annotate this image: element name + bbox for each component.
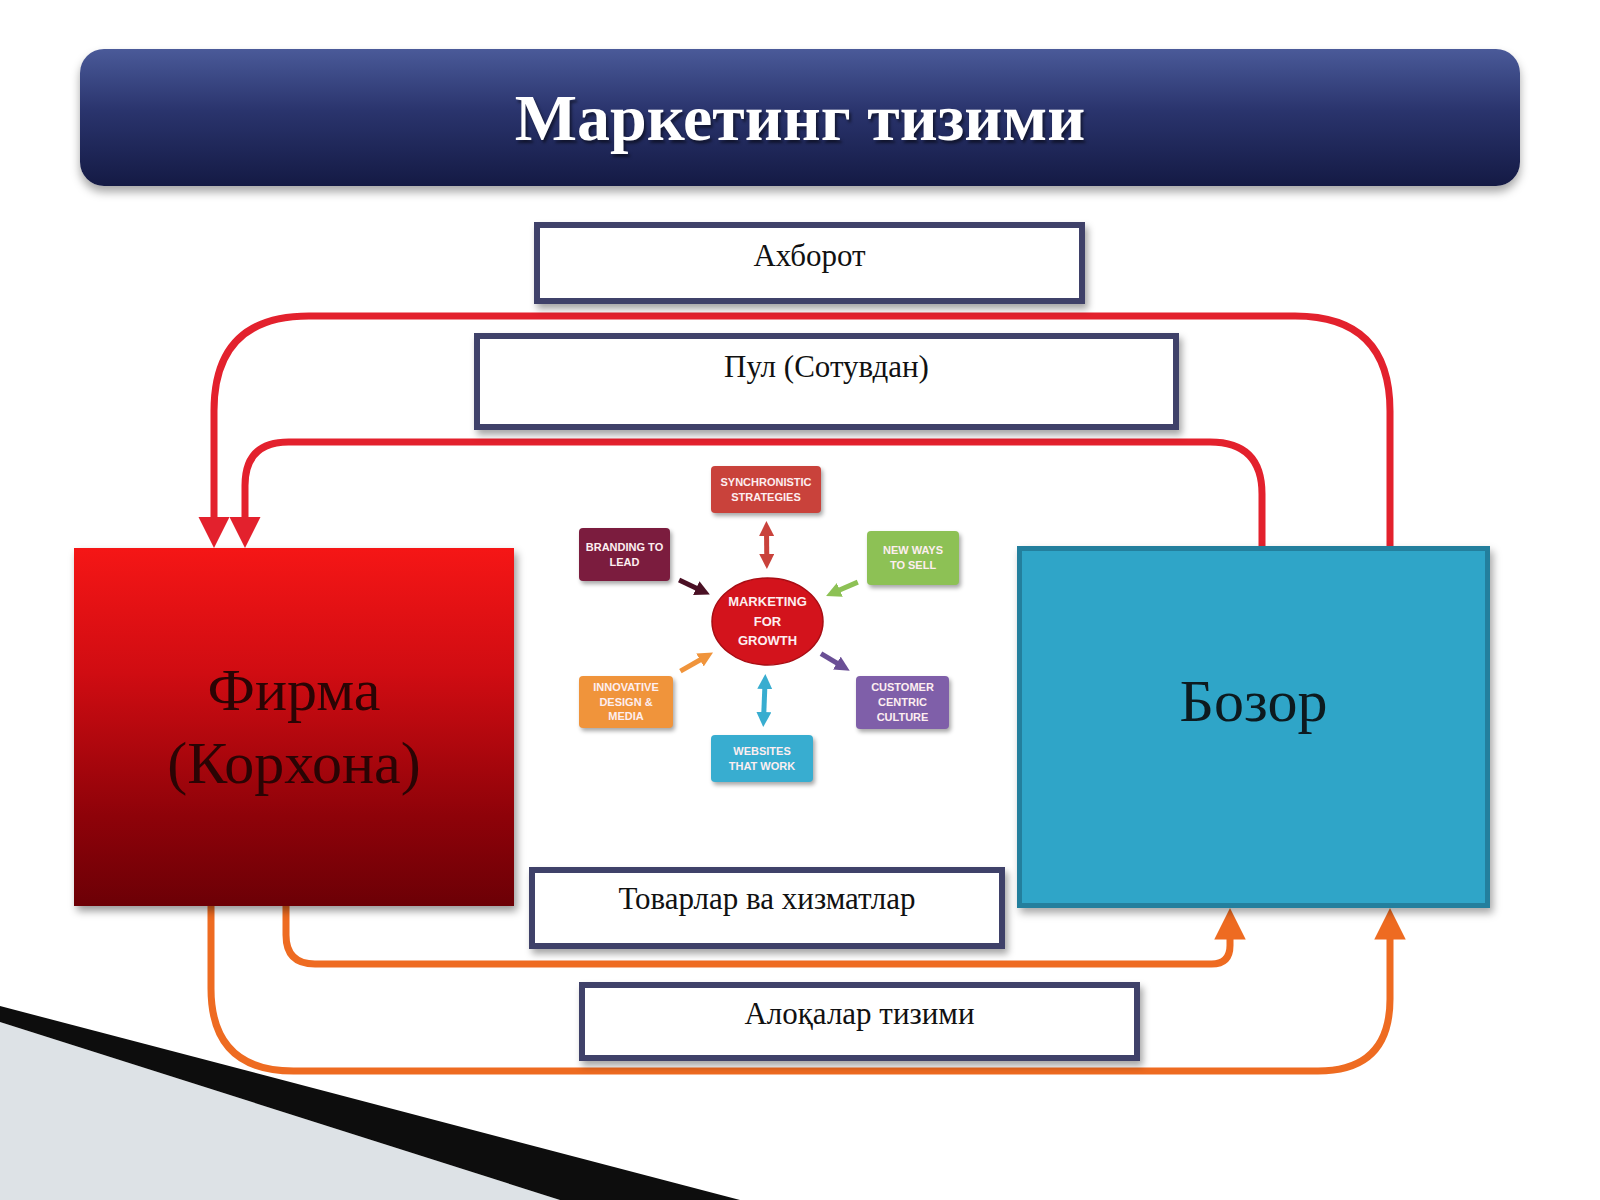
link-arrow: [764, 683, 765, 718]
strategy-box: INNOVATIVE DESIGN & MEDIA: [579, 676, 673, 728]
link-arrow: [821, 654, 842, 667]
growth-circle: MARKETING FOR GROWTH: [711, 577, 824, 666]
flow-arrow: [214, 316, 1390, 546]
node-label: Товарлар ва хизматлар: [618, 881, 915, 917]
strategy-box: NEW WAYS TO SELL: [867, 531, 959, 585]
title-banner: Маркетинг тизими: [80, 49, 1520, 186]
link-arrow: [679, 580, 702, 591]
link-arrow: [764, 530, 769, 560]
strategy-box: CUSTOMER CENTRIC CULTURE: [856, 676, 949, 729]
flow-arrow: [245, 442, 1262, 546]
strategy-box: WEBSITES THAT WORK: [711, 735, 813, 782]
node-label: BRANDING TO LEAD: [585, 540, 665, 570]
label-box: Ахборот: [534, 222, 1085, 304]
strategy-box: SYNCHRONISTIC STRATEGIES: [711, 466, 821, 513]
node-label: NEW WAYS TO SELL: [878, 543, 948, 573]
node-label: Бозор: [1180, 667, 1328, 736]
node-label: WEBSITES THAT WORK: [722, 744, 802, 774]
title-text: Маркетинг тизими: [515, 80, 1086, 156]
node-label: MARKETING FOR GROWTH: [723, 592, 813, 651]
node-label: Фирма (Корхона): [134, 654, 454, 800]
node-label: Пул (Сотувдан): [724, 349, 929, 385]
circle-fill: [712, 578, 823, 665]
market-box: Бозор: [1017, 546, 1490, 908]
node-label: Алоқалар тизими: [744, 996, 974, 1032]
strategy-box: BRANDING TO LEAD: [579, 528, 670, 581]
link-arrow: [834, 582, 858, 592]
node-label: CUSTOMER CENTRIC CULTURE: [863, 680, 943, 725]
label-box: Пул (Сотувдан): [474, 333, 1179, 430]
node-label: SYNCHRONISTIC STRATEGIES: [716, 475, 816, 505]
label-box: Алоқалар тизими: [579, 982, 1140, 1061]
node-label: INNOVATIVE DESIGN & MEDIA: [583, 680, 669, 725]
firm-box: Фирма (Корхона): [74, 548, 514, 906]
node-label: Ахборот: [753, 238, 865, 274]
label-box: Товарлар ва хизматлар: [529, 867, 1005, 949]
link-arrow: [680, 657, 705, 671]
